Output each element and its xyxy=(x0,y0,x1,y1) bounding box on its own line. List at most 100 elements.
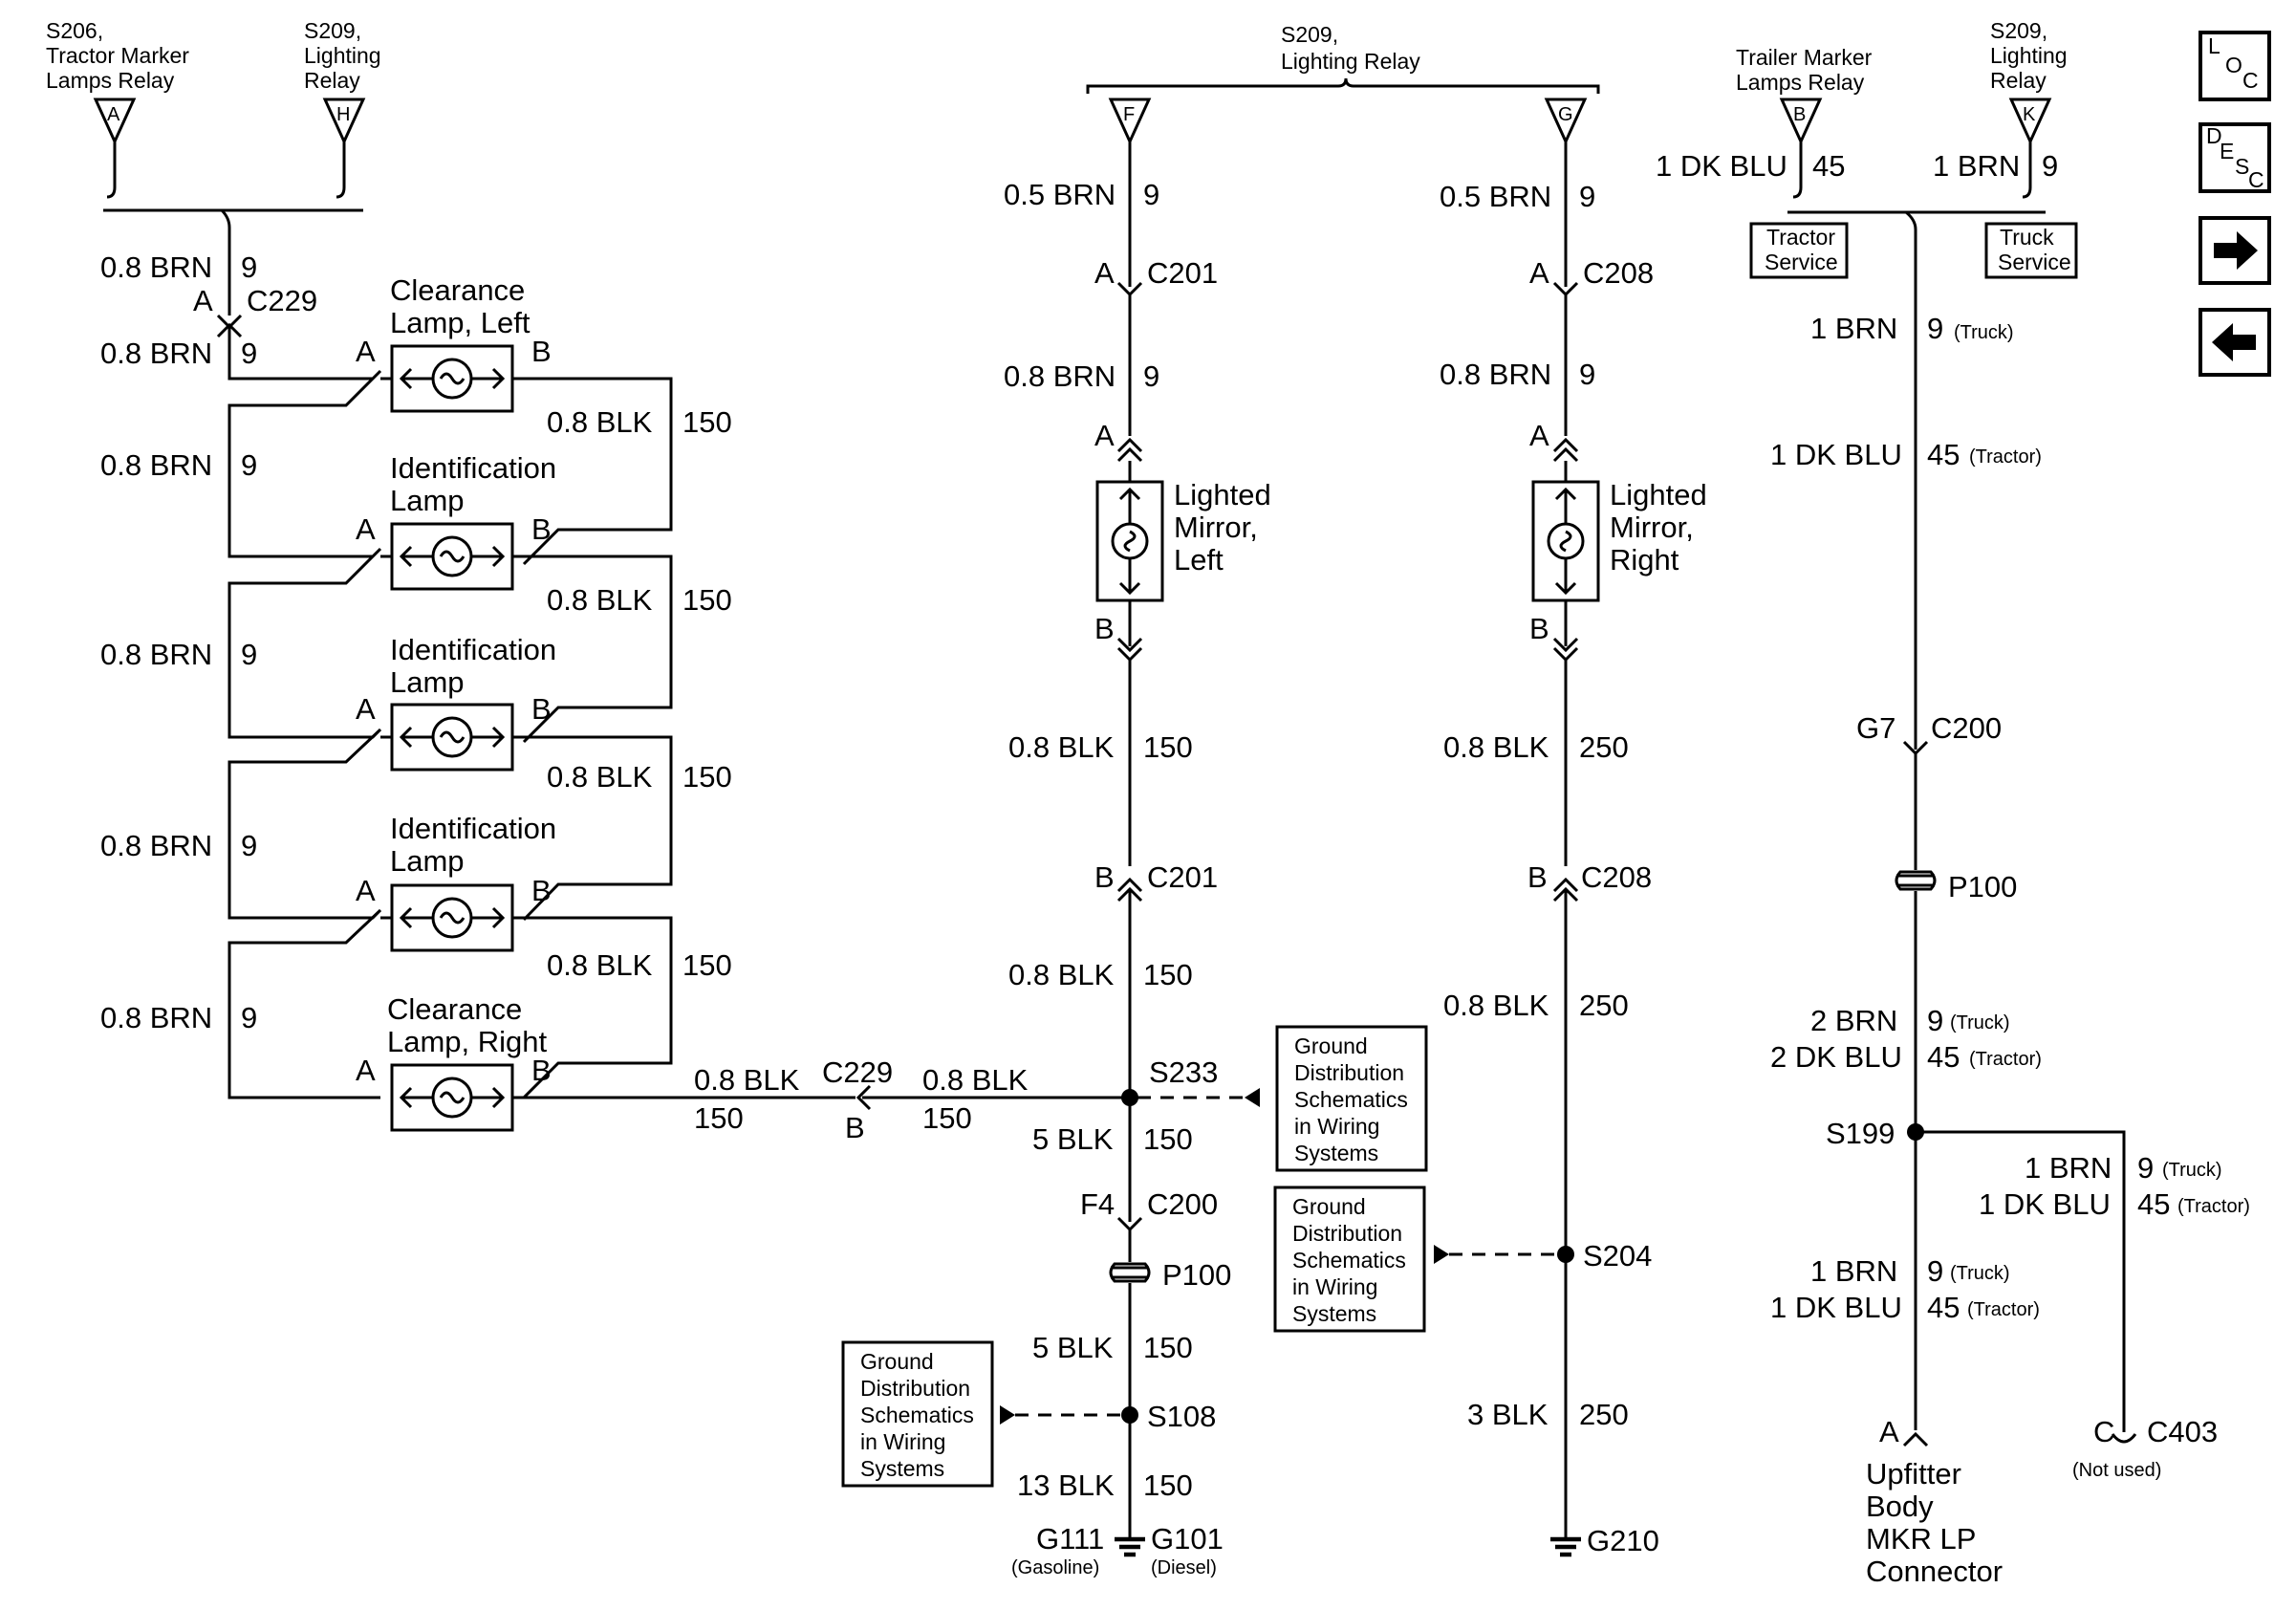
not-used-note: (Not used) xyxy=(2072,1460,2161,1481)
s209-pin-g: G xyxy=(1558,104,1573,125)
arrowhead-icon xyxy=(1000,1405,1015,1425)
wire-2brn: 2 BRN xyxy=(1810,1004,1897,1037)
c201-bottom-pin: B xyxy=(1094,860,1115,894)
circuit-9-mid-right: 9 xyxy=(1579,180,1595,213)
circuit-150-mid-left: 150 xyxy=(1143,730,1193,764)
ground-ref-box-1-frame[interactable] xyxy=(1275,1025,1428,1172)
ground-ref-1-line4: in Wiring xyxy=(1294,1114,1379,1139)
s206-pin-triangle xyxy=(93,98,137,145)
wire-08brn-4: 0.8 BRN xyxy=(100,829,212,862)
left-lamp-circuit: S206, Tractor Marker Lamps Relay A S209,… xyxy=(46,18,1128,1144)
wire-05brn-left: 0.5 BRN xyxy=(1004,178,1116,211)
ground-icon xyxy=(1550,1536,1581,1557)
wire-1brn-truck: 1 BRN xyxy=(1810,312,1897,345)
mirror-right-label-3: Right xyxy=(1610,543,1679,577)
wire-08brn-1: 0.8 BRN xyxy=(100,337,212,370)
next-page-button[interactable] xyxy=(2199,216,2271,285)
s206-stub xyxy=(106,141,117,199)
circuit-9-bottom: 9 xyxy=(1927,1254,1943,1288)
ground-icon xyxy=(1115,1536,1145,1557)
s209-pin-f-triangle xyxy=(1108,98,1152,145)
tractor-note-2: (Tractor) xyxy=(1969,1049,2042,1070)
mirror-left-pin-a: A xyxy=(1094,419,1115,452)
lamp4-label-1: Identification xyxy=(390,812,556,845)
connector-label-3: MKR LP xyxy=(1866,1522,1976,1556)
s209h-label-1: S209, xyxy=(304,18,361,43)
description-button-frame[interactable] xyxy=(2199,122,2271,193)
ground-ref-3-line1: Ground xyxy=(860,1349,934,1374)
upfitter-circuit: Trailer Marker Lamps Relay B 1 DK BLU 45… xyxy=(1656,18,2250,1588)
tractor-note-1: (Tractor) xyxy=(1969,446,2042,468)
location-button[interactable]: L O C xyxy=(2199,31,2271,101)
ground-ref-box-3[interactable]: Ground Distribution Schematics in Wiring… xyxy=(841,1340,994,1488)
g111-note: (Gasoline) xyxy=(1011,1557,1099,1578)
right-mirror-feed xyxy=(1552,141,1579,482)
location-button-frame[interactable] xyxy=(2199,31,2271,101)
ground-ref-box-2-frame[interactable] xyxy=(1273,1186,1426,1333)
wire-08blk-4: 0.8 BLK xyxy=(547,948,653,982)
tractor-service-option[interactable]: Tractor Service xyxy=(1749,222,1849,279)
circuit-45-bottom: 45 xyxy=(1927,1291,1960,1324)
ground-ref-box-3-frame[interactable] xyxy=(841,1340,994,1488)
ground-ref-2-line4: in Wiring xyxy=(1292,1274,1377,1299)
bulb-filament-icon xyxy=(399,545,506,568)
loc-letter-o: O xyxy=(2225,53,2242,77)
s209fg-bracket xyxy=(1086,77,1600,94)
tractor-service-box[interactable] xyxy=(1749,222,1849,279)
previous-page-button[interactable] xyxy=(2199,308,2271,377)
ground-ref-1-line1: Ground xyxy=(1294,1033,1368,1058)
mirror-right-pin-b: B xyxy=(1529,612,1549,645)
truck-service-option[interactable]: Truck Service xyxy=(1984,222,2078,279)
p100-label-mid: P100 xyxy=(1162,1258,1231,1292)
lamp5-pin-a: A xyxy=(356,1054,376,1087)
circuit-150-mid-5: 150 xyxy=(1143,1469,1193,1502)
truck-service-line2: Service xyxy=(1998,250,2071,274)
c208-bottom-label: C208 xyxy=(1581,860,1652,894)
description-button[interactable]: D E S C xyxy=(2199,122,2271,193)
lamp5-pin-b: B xyxy=(531,1054,552,1087)
ground-ref-box-2[interactable]: Ground Distribution Schematics in Wiring… xyxy=(1273,1186,1426,1333)
wire-1brn-branch: 1 BRN xyxy=(2025,1151,2112,1185)
circuit-9-mid-left: 9 xyxy=(1143,178,1159,211)
wire-1brn-top: 1 BRN xyxy=(1933,149,2020,183)
truck-note-4: (Truck) xyxy=(1950,1263,2010,1284)
wire-08brn-3: 0.8 BRN xyxy=(100,638,212,671)
s209k-pin-triangle xyxy=(2008,98,2052,145)
bulb-filament-icon xyxy=(399,726,506,749)
blk-run-to-s233 xyxy=(524,1084,1128,1111)
wire-1dkblu-tractor: 1 DK BLU xyxy=(1770,438,1902,471)
ground-ref-box-1[interactable]: Ground Distribution Schematics in Wiring… xyxy=(1275,1025,1428,1172)
wire-08blk-6: 0.8 BLK xyxy=(922,1063,1029,1097)
wire-08brn-5: 0.8 BRN xyxy=(100,1001,212,1034)
s206-label-1: S206, xyxy=(46,18,103,43)
wire-08blk-3: 0.8 BLK xyxy=(547,760,653,794)
trailer-pin: B xyxy=(1793,104,1806,125)
lamp-clearance-right: Clearance Lamp, Right A B xyxy=(356,992,552,1132)
arrowhead-icon xyxy=(1434,1245,1449,1264)
circuit-150-4: 150 xyxy=(682,948,732,982)
trailer-pin-triangle xyxy=(1779,98,1823,145)
loc-letter-c: C xyxy=(2242,68,2259,93)
circuit-150-1: 150 xyxy=(682,405,732,439)
desc-letter-s: S xyxy=(2235,154,2249,179)
s209h-label-2: Lighting xyxy=(304,43,381,68)
truck-service-box[interactable] xyxy=(1984,222,2078,279)
c201-top-label: C201 xyxy=(1147,256,1218,290)
p100-connector-icon xyxy=(1109,1262,1151,1283)
c403-label: C403 xyxy=(2147,1415,2218,1448)
wire-08blk-5: 0.8 BLK xyxy=(694,1063,800,1097)
c403-cup-icon xyxy=(2111,1433,2137,1444)
ground-ref-2-line5: Systems xyxy=(1292,1301,1376,1326)
circuit-150-6: 150 xyxy=(922,1101,972,1135)
wire-1dkblu-bottom: 1 DK BLU xyxy=(1770,1291,1902,1324)
mirror-right-pin-a: A xyxy=(1529,419,1549,452)
upfitter-main-run xyxy=(1896,210,1935,1430)
g7-label: G7 xyxy=(1856,711,1895,745)
c229-top-pin: A xyxy=(193,284,213,317)
c208-top-label: C208 xyxy=(1583,256,1654,290)
arrow-right-icon xyxy=(2214,231,2258,270)
c208-bottom-pin: B xyxy=(1527,860,1548,894)
left-mirror-ground-run xyxy=(1116,600,1143,1098)
s233-to-ground-run xyxy=(1111,1098,1149,1537)
